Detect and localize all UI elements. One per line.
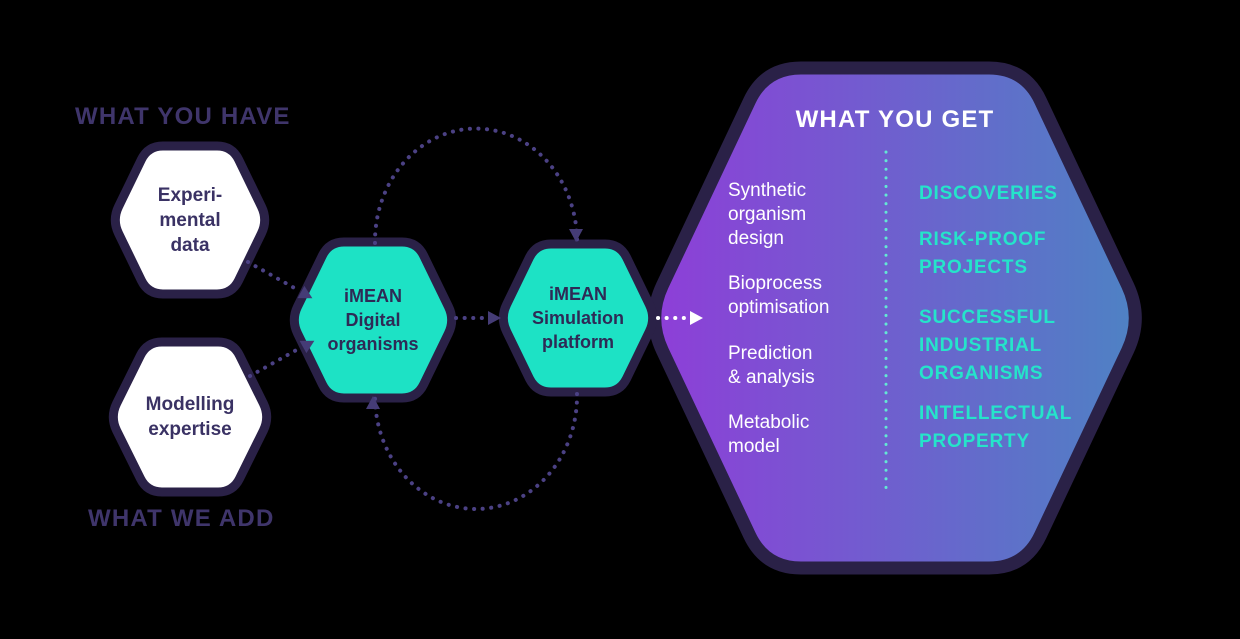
deliverable-metabolic-model: Metabolic model bbox=[728, 412, 810, 457]
what-you-have-heading: WHAT YOU HAVE bbox=[75, 103, 291, 130]
simulation-platform-label: iMEAN Simulation platform bbox=[531, 284, 624, 352]
benefit-successful-industrial-organisms: SUCCESSFUL INDUSTRIAL ORGANISMS bbox=[919, 307, 1056, 384]
digital-organisms-hexagon bbox=[289, 237, 457, 403]
modelling-expertise-hexagon bbox=[108, 337, 272, 497]
arrowhead-top-arc-icon bbox=[569, 229, 583, 242]
what-we-add-heading: WHAT WE ADD bbox=[88, 505, 275, 532]
arrow-modelling-to-digital bbox=[248, 346, 302, 378]
arrowhead-simulation-to-results-icon bbox=[690, 311, 703, 325]
arrowhead-bottom-arc-icon bbox=[366, 396, 380, 409]
digital-organisms-label: iMEAN Digital organisms bbox=[327, 286, 419, 354]
arrowhead-digital-to-simulation-icon bbox=[488, 311, 501, 325]
experimental-data-hexagon bbox=[110, 141, 270, 299]
modelling-expertise-label: Modelling expertise bbox=[145, 394, 235, 440]
what-you-get-hexagon bbox=[648, 61, 1142, 575]
arc-simulation-to-digital-bottom bbox=[373, 392, 580, 511]
deliverable-synthetic-organism-design: Synthetic organism design bbox=[728, 180, 807, 249]
what-you-get-heading: WHAT YOU GET bbox=[795, 106, 995, 133]
arrowhead-modelling-to-digital-icon bbox=[299, 340, 315, 354]
benefit-risk-proof-projects: RISK-PROOF PROJECTS bbox=[919, 229, 1047, 278]
arrow-experimental-to-digital bbox=[246, 260, 300, 292]
arrowhead-experimental-to-digital-icon bbox=[297, 285, 313, 299]
benefit-discoveries: DISCOVERIES bbox=[919, 183, 1058, 204]
simulation-platform-hexagon bbox=[498, 239, 658, 397]
arc-digital-to-simulation-top bbox=[372, 126, 579, 245]
deliverable-prediction-analysis: Prediction & analysis bbox=[728, 343, 815, 388]
benefit-intellectual-property: INTELLECTUAL PROPERTY bbox=[919, 403, 1073, 452]
deliverable-bioprocess-optimisation: Bioprocess optimisation bbox=[728, 273, 830, 318]
experimental-data-label: Experi- mental data bbox=[157, 185, 223, 256]
